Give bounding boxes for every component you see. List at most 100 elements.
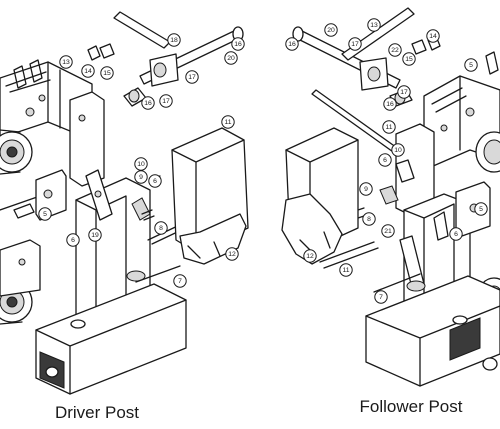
callout-number: 16 <box>386 101 394 108</box>
driver-callout-17: 17 <box>159 94 173 108</box>
follower-callout-15: 15 <box>402 52 416 66</box>
callout-number: 14 <box>84 68 92 75</box>
callout-number: 6 <box>71 237 75 244</box>
callout-number: 12 <box>228 251 236 258</box>
callout-number: 9 <box>364 186 368 193</box>
callout-number: 19 <box>91 232 99 239</box>
callout-circle <box>402 52 416 66</box>
callout-circle <box>167 33 181 47</box>
driver-frame <box>0 59 105 187</box>
callout-number: 14 <box>429 33 437 40</box>
callout-number: 6 <box>153 178 157 185</box>
follower-callout-7: 7 <box>374 290 388 304</box>
follower-post-caption: Follower Post <box>360 397 463 416</box>
driver-callout-8: 8 <box>154 221 168 235</box>
callout-circle <box>154 221 168 235</box>
driver-callout-9: 9 <box>134 170 148 184</box>
callout-number: 11 <box>385 124 392 131</box>
callout-circle <box>231 37 245 51</box>
callout-number: 6 <box>383 157 387 164</box>
callout-number: 7 <box>379 294 383 301</box>
callout-circle <box>382 120 396 134</box>
follower-callout-12: 12 <box>303 249 317 263</box>
callout-circle <box>367 18 381 32</box>
callout-number: 8 <box>159 225 163 232</box>
driver-callout-17: 17 <box>185 70 199 84</box>
callout-number: 20 <box>327 27 335 34</box>
callout-number: 17 <box>351 41 359 48</box>
follower-callout-5: 5 <box>464 58 478 72</box>
callout-circle <box>426 29 440 43</box>
callout-circle <box>348 37 362 51</box>
callout-circle <box>134 170 148 184</box>
callout-circle <box>141 96 155 110</box>
follower-callout-16: 16 <box>285 37 299 51</box>
callout-circle <box>359 182 373 196</box>
callout-number: 13 <box>370 22 378 29</box>
callout-number: 15 <box>405 56 413 63</box>
callout-number: 20 <box>227 55 235 62</box>
callout-circle <box>397 85 411 99</box>
callout-number: 5 <box>479 206 483 213</box>
callout-number: 10 <box>394 147 402 154</box>
callout-number: 11 <box>342 267 349 274</box>
driver-callout-15: 15 <box>100 66 114 80</box>
callout-circle <box>362 212 376 226</box>
callout-number: 11 <box>224 119 231 126</box>
driver-callout-14: 14 <box>81 64 95 78</box>
callout-circle <box>383 97 397 111</box>
callout-number: 16 <box>144 100 152 107</box>
follower-callout-11: 11 <box>382 120 396 134</box>
callout-number: 16 <box>288 41 296 48</box>
callout-circle <box>173 274 187 288</box>
follower-base <box>365 275 500 387</box>
callout-number: 22 <box>391 47 399 54</box>
driver-post-caption: Driver Post <box>55 403 139 422</box>
follower-callout-9: 9 <box>359 182 373 196</box>
callout-number: 13 <box>62 59 70 66</box>
callout-number: 8 <box>367 216 371 223</box>
callout-circle <box>225 247 239 261</box>
driver-callout-6: 6 <box>148 174 162 188</box>
callout-circle <box>81 64 95 78</box>
driver-cover <box>171 127 249 265</box>
driver-callout-7: 7 <box>173 274 187 288</box>
callout-circle <box>221 115 235 129</box>
callout-circle <box>66 233 80 247</box>
callout-number: 5 <box>43 211 47 218</box>
driver-base <box>35 270 187 395</box>
callout-circle <box>134 157 148 171</box>
follower-callout-17: 17 <box>397 85 411 99</box>
callout-number: 21 <box>384 228 392 235</box>
callout-circle <box>285 37 299 51</box>
driver-lower-frame <box>0 195 41 297</box>
driver-callout-5: 5 <box>38 207 52 221</box>
driver-callout-19: 19 <box>88 228 102 242</box>
follower-callout-8: 8 <box>362 212 376 226</box>
driver-callout-20: 20 <box>224 51 238 65</box>
follower-callout-21: 21 <box>381 224 395 238</box>
follower-callout-13: 13 <box>367 18 381 32</box>
driver-post-assembly <box>0 11 249 395</box>
driver-callout-10: 10 <box>134 157 148 171</box>
callout-circle <box>38 207 52 221</box>
follower-shaft <box>292 7 415 155</box>
follower-callout-20: 20 <box>324 23 338 37</box>
follower-callout-5: 5 <box>474 202 488 216</box>
callout-circle <box>148 174 162 188</box>
callout-number: 6 <box>454 231 458 238</box>
follower-callout-14: 14 <box>426 29 440 43</box>
follower-callout-17: 17 <box>348 37 362 51</box>
callout-circle <box>391 143 405 157</box>
driver-shaft <box>113 11 244 107</box>
callout-number: 12 <box>306 253 314 260</box>
driver-callout-16: 16 <box>231 37 245 51</box>
follower-callout-11: 11 <box>339 263 353 277</box>
callout-circle <box>339 263 353 277</box>
callout-number: 5 <box>469 62 473 69</box>
callout-circle <box>303 249 317 263</box>
callout-number: 17 <box>400 89 408 96</box>
callout-number: 9 <box>139 174 143 181</box>
callout-circle <box>159 94 173 108</box>
